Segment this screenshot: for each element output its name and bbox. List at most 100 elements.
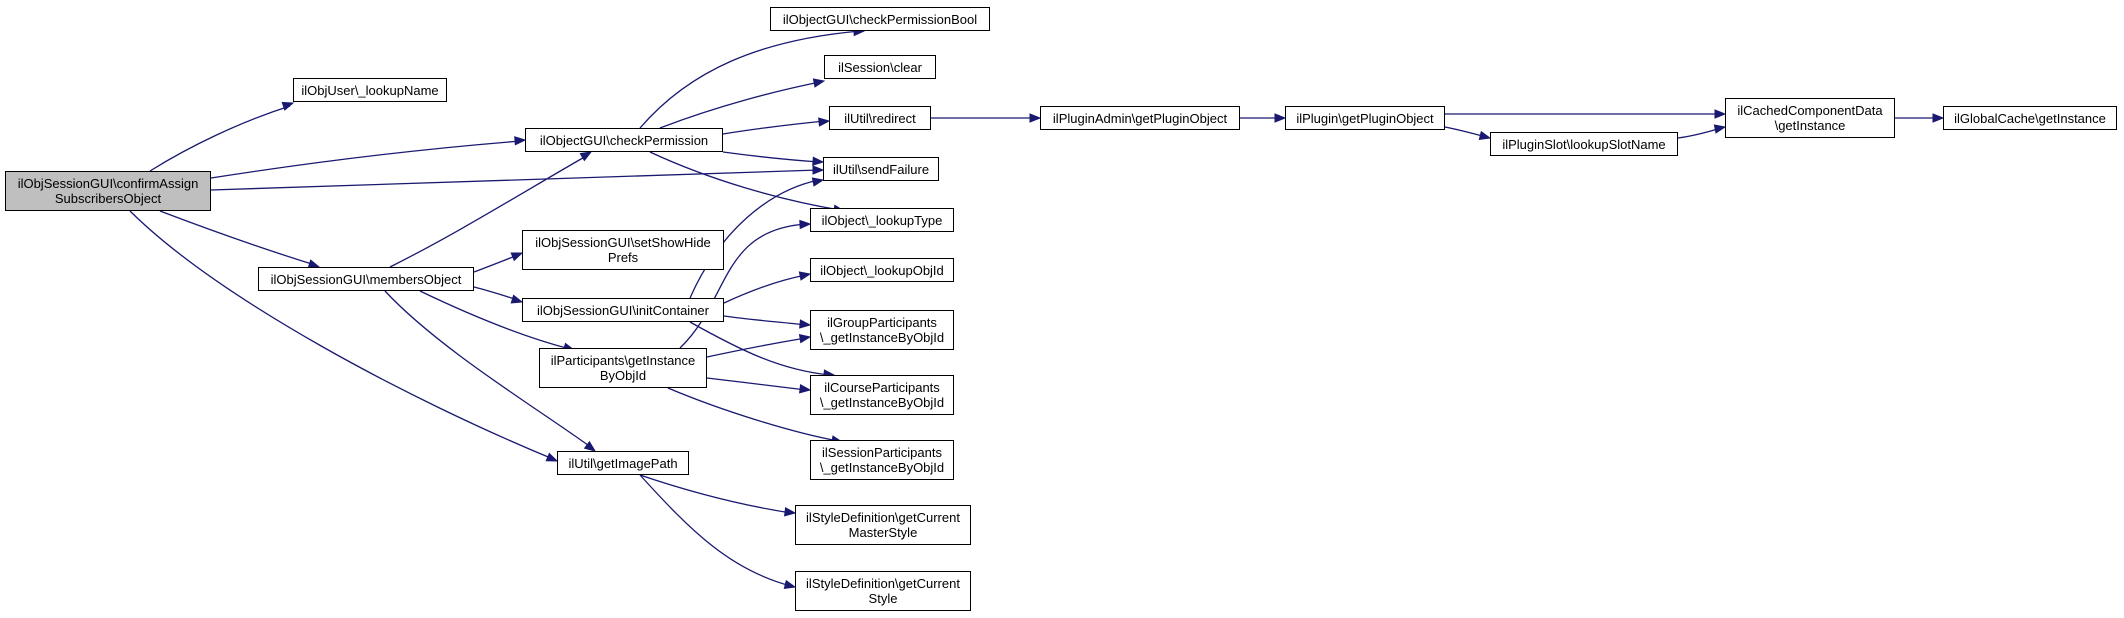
node-lookup-name[interactable]: ilObjUser\_lookupName [293, 78, 447, 102]
edge-plugin-lookupslotname [1444, 126, 1492, 141]
edge-members-initcontainer-arrowhead [510, 294, 524, 304]
edge-root-getimagepath [129, 210, 559, 462]
edge-members-checkpermission-arrowhead [579, 151, 593, 162]
node-plugin-admin-get-plugin-object[interactable]: ilPluginAdmin\getPluginObject [1040, 106, 1240, 130]
node-label-line: ilObjSessionGUI\setShowHide [535, 235, 711, 250]
node-current-master-style[interactable]: ilStyleDefinition\getCurrent MasterStyle [795, 505, 971, 545]
edge-root-getimagepath-line [129, 210, 554, 460]
node-label-line: ilObjSessionGUI\membersObject [270, 271, 462, 287]
edge-members-initcontainer-line [473, 286, 519, 301]
edge-initcontainer-sendfailure-line [689, 179, 820, 299]
node-confirm-assign-subscribers-object: ilObjSessionGUI\confirmAssign Subscriber… [5, 171, 211, 211]
edge-pluginadmin-plugin-arrowhead [1274, 113, 1287, 123]
node-label-line: ilCourseParticipants [824, 380, 940, 395]
edge-members-setshowhide-arrowhead [510, 252, 524, 262]
edge-getimagepath-style [639, 474, 797, 590]
node-redirect[interactable]: ilUtil\redirect [829, 106, 931, 130]
node-label-line: ilGroupParticipants [827, 315, 937, 330]
node-label-line: Prefs [607, 250, 639, 265]
node-members-object[interactable]: ilObjSessionGUI\membersObject [258, 267, 474, 291]
node-label-line: ilObjUser\_lookupName [301, 82, 439, 98]
node-set-show-hide-prefs[interactable]: ilObjSessionGUI\setShowHide Prefs [522, 230, 724, 270]
node-global-cache[interactable]: ilGlobalCache\getInstance [1943, 106, 2117, 130]
edge-root-getimagepath-arrowhead [545, 452, 559, 462]
edge-members-setshowhide-line [473, 254, 519, 273]
edge-initcontainer-groupparticipants-line [723, 315, 807, 326]
edge-getimagepath-masterstyle-line [639, 474, 792, 514]
edge-getimagepath-style-line [639, 474, 792, 587]
node-lookup-slot-name[interactable]: ilPluginSlot\lookupSlotName [1490, 132, 1678, 156]
edge-checkperm-redirect-line [722, 120, 826, 135]
edge-members-participants-line [419, 290, 571, 350]
edge-members-checkpermission [389, 151, 593, 268]
edge-initcontainer-lookupobjid-line [723, 274, 807, 304]
node-label-line: ilObjSessionGUI\initContainer [537, 302, 709, 318]
edge-participants-groupparticipants-line [706, 337, 807, 358]
edge-lookupslotname-cachedcomponentdata-line [1677, 127, 1722, 139]
node-label-line: ilUtil\sendFailure [832, 161, 930, 177]
node-lookup-obj-id[interactable]: ilObject\_lookupObjId [810, 258, 954, 282]
edge-initcontainer-sendfailure-arrowhead [811, 177, 825, 187]
node-send-failure[interactable]: ilUtil\sendFailure [823, 157, 939, 181]
edge-root-checkpermission-arrowhead [514, 136, 527, 146]
edge-participants-groupparticipants-arrowhead [798, 333, 812, 344]
edge-checkperm-sessionclear-arrowhead [812, 78, 826, 88]
node-init-container[interactable]: ilObjSessionGUI\initContainer [522, 298, 724, 322]
node-label-line: \_getInstanceByObjId [819, 330, 945, 345]
edge-getimagepath-style-arrowhead [783, 579, 797, 590]
edge-redirect-pluginadmin-arrowhead [1029, 113, 1042, 123]
edge-lookupslotname-cachedcomponentdata-arrowhead [1713, 124, 1727, 134]
edge-members-getimagepath [384, 290, 597, 452]
node-lookup-type[interactable]: ilObject\_lookupType [810, 208, 954, 232]
node-label-line: ilGlobalCache\getInstance [1954, 110, 2106, 126]
node-check-permission[interactable]: ilObjectGUI\checkPermission [525, 128, 723, 152]
node-session-participants[interactable]: ilSessionParticipants \_getInstanceByObj… [810, 440, 954, 480]
node-group-participants[interactable]: ilGroupParticipants \_getInstanceByObjId [810, 310, 954, 350]
node-participants-get-instance[interactable]: ilParticipants\getInstance ByObjId [539, 348, 707, 388]
edge-root-membersobject-line [159, 210, 316, 266]
edge-root-lookupname [149, 101, 295, 172]
node-label-line: ilPluginAdmin\getPluginObject [1052, 110, 1228, 126]
node-get-image-path[interactable]: ilUtil\getImagePath [557, 451, 689, 475]
node-current-style[interactable]: ilStyleDefinition\getCurrent Style [795, 571, 971, 611]
edge-root-lookupname-arrowhead [281, 101, 295, 111]
edge-initcontainer-groupparticipants [723, 315, 812, 329]
node-session-clear[interactable]: ilSession\clear [824, 55, 936, 79]
edge-plugin-cachedcomponentdata-arrowhead [1714, 109, 1727, 119]
edge-participants-lookuptype [679, 219, 812, 349]
node-label-line: ilUtil\redirect [844, 110, 916, 126]
node-label-line: ilSession\clear [838, 59, 922, 75]
edge-members-getimagepath-arrowhead [583, 440, 597, 452]
edge-participants-courseparticipants-arrowhead [799, 384, 812, 394]
node-label-line: ilStyleDefinition\getCurrent [806, 576, 960, 591]
node-cached-component-data[interactable]: ilCachedComponentData \getInstance [1725, 98, 1895, 138]
node-label-line: ilCachedComponentData [1737, 103, 1883, 118]
node-label-line: ByObjId [599, 368, 647, 383]
edge-participants-groupparticipants [706, 333, 812, 358]
edge-root-lookupname-line [149, 105, 291, 172]
node-label-line: ilObjectGUI\checkPermissionBool [782, 11, 978, 27]
edge-root-sendfailure [210, 165, 825, 191]
edge-root-membersobject [159, 210, 321, 269]
edge-lookupslotname-cachedcomponentdata [1677, 124, 1727, 139]
edge-redirect-pluginadmin [931, 113, 1042, 123]
node-label-line: \_getInstanceByObjId [819, 460, 945, 475]
edge-participants-lookuptype-arrowhead [799, 219, 812, 230]
node-label-line: ilObject\_lookupType [821, 212, 943, 228]
edge-checkperm-lookuptype-line [649, 151, 841, 211]
node-label-line: ilUtil\getImagePath [568, 455, 678, 471]
edge-root-checkpermission-line [210, 140, 522, 179]
node-check-permission-bool[interactable]: ilObjectGUI\checkPermissionBool [770, 7, 990, 31]
edge-initcontainer-sendfailure [689, 177, 825, 299]
node-plugin-get-plugin-object[interactable]: ilPlugin\getPluginObject [1285, 106, 1445, 130]
edge-checkperm-redirect-arrowhead [818, 117, 831, 127]
node-label-line: ilParticipants\getInstance [550, 353, 696, 368]
edge-pluginadmin-plugin [1240, 113, 1287, 123]
node-label-line: \_getInstanceByObjId [819, 395, 945, 410]
edge-checkperm-sessionclear [659, 78, 826, 129]
node-course-participants[interactable]: ilCourseParticipants \_getInstanceByObjI… [810, 375, 954, 415]
edge-plugin-lookupslotname-arrowhead [1478, 130, 1492, 141]
edge-root-checkpermission [210, 136, 527, 179]
